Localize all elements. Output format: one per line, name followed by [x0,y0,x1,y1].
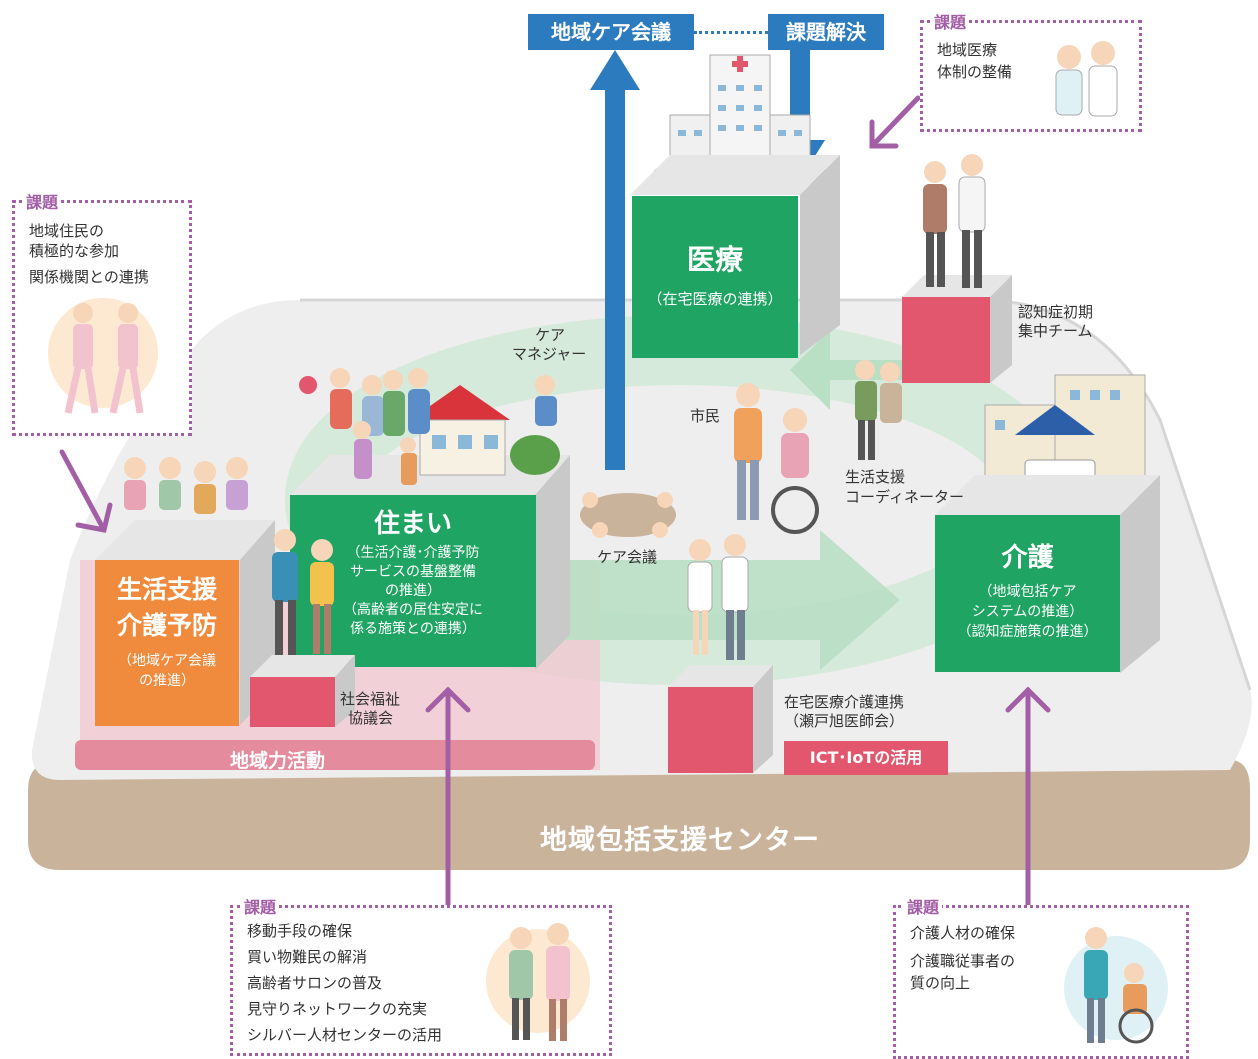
support-block: 生活支援 介護予防 （地域ケア会議 の推進） [95,560,239,726]
elderly-helper-icon [486,923,590,1041]
issue-item: 地域医療 [937,41,998,59]
medical-subtitle: （在宅医療の連携） [647,290,783,308]
housing-line-5: 係る施策との連携） [350,621,476,637]
ict-badge: ICT･IoTの活用 [784,741,948,775]
pink-pedestal-homecare [668,665,773,773]
issue-item: 介護人材の確保 [910,924,1016,942]
homecare-label-1: 在宅医療介護連携 [784,693,905,711]
homecare-label-2: （瀬戸旭医師会） [784,712,905,730]
care-conference-label: ケア会議 [597,548,658,566]
issue-item: 積極的な参加 [29,242,120,260]
issue-item: 介護職従事者の [910,952,1016,970]
exercise-icon [48,298,158,414]
pink-pedestal-welfare [250,655,355,727]
citizen-label: 市民 [690,407,721,425]
doctor-nurse-icon [1055,41,1118,117]
support-title-1: 生活支援 [116,575,217,604]
dementia-team-label-2: 集中チーム [1018,322,1093,340]
medical-title: 医療 [686,243,743,276]
center-label: 地域包括支援センター [540,825,820,856]
dotted-connector [694,31,768,34]
wheelchair-caregiver-icon [1064,927,1168,1044]
issue-item: 買い物難民の解消 [247,948,368,966]
care-meeting-banner: 地域ケア会議 [528,14,694,50]
coordinator-label-1: 生活支援 [845,468,906,486]
support-sub-1: （地域ケア会議 [118,653,216,669]
issue-item: 見守りネットワークの充実 [247,1000,428,1018]
problem-solving-banner: 課題解決 [768,14,884,50]
nursing-title: 介護 [1001,543,1054,573]
issue-item: 地域住民の [29,222,105,240]
housing-line-1: （生活介護･介護予防 [346,545,480,561]
medical-block: 医療 （在宅医療の連携） [632,196,798,358]
issue-box-residents: 課題 地域住民の 積極的な参加 関係機関との連携 [12,189,192,436]
nursing-block: 介護 （地域包括ケア システムの推進） （認知症施策の推進） [935,515,1120,672]
community-activity-label: 地域力活動 [230,750,326,772]
issue-title: 課題 [931,9,970,33]
issue-title: 課題 [241,894,280,918]
issue-title: 課題 [23,189,62,213]
blue-up-arrow [590,50,640,470]
support-title-2: 介護予防 [116,611,217,640]
coordinator-label-2: コーディネーター [845,488,964,506]
housing-line-3: の推進） [385,583,441,599]
housing-line-2: サービスの基盤整備 [350,564,476,580]
issue-item: 体制の整備 [937,63,1013,81]
issue-item: 高齢者サロンの普及 [247,974,383,992]
housing-block: 住まい （生活介護･介護予防 サービスの基盤整備 の推進） （高齢者の居住安定に… [290,495,536,667]
housing-line-4: （高齢者の居住安定に [343,602,483,618]
nursing-line-2: システムの推進） [971,604,1084,620]
welfare-council-label-2: 協議会 [348,709,394,727]
issue-item: 移動手段の確保 [247,922,353,940]
issue-item: シルバー人材センターの活用 [247,1026,443,1044]
medical-block-side [630,155,840,355]
nursing-line-1: （地域包括ケア [978,584,1077,600]
issue-title: 課題 [904,894,943,918]
issue-box-housing: 課題 移動手段の確保 買い物難民の解消 高齢者サロンの普及 見守りネットワークの… [230,894,612,1056]
welfare-council-label-1: 社会福祉 [340,690,401,708]
issue-item: 関係機関との連携 [29,268,149,286]
house-illustration [410,385,560,476]
housing-title: 住まい [373,509,452,539]
care-manager-label-1: ケア [535,326,566,344]
dementia-team-label-1: 認知症初期 [1018,303,1094,321]
pink-pedestal-dementia [902,275,1012,383]
issue-item: 質の向上 [910,974,971,992]
nursing-line-3: （認知症施策の推進） [957,624,1098,640]
care-manager-label-2: マネジャー [512,345,587,363]
nursing-block-side [935,475,1160,673]
support-sub-2: の推進） [139,673,195,689]
issue-box-medical: 課題 地域医療 体制の整備 [920,9,1142,132]
issue-box-nursing: 課題 介護人材の確保 介護職従事者の 質の向上 [893,894,1189,1059]
